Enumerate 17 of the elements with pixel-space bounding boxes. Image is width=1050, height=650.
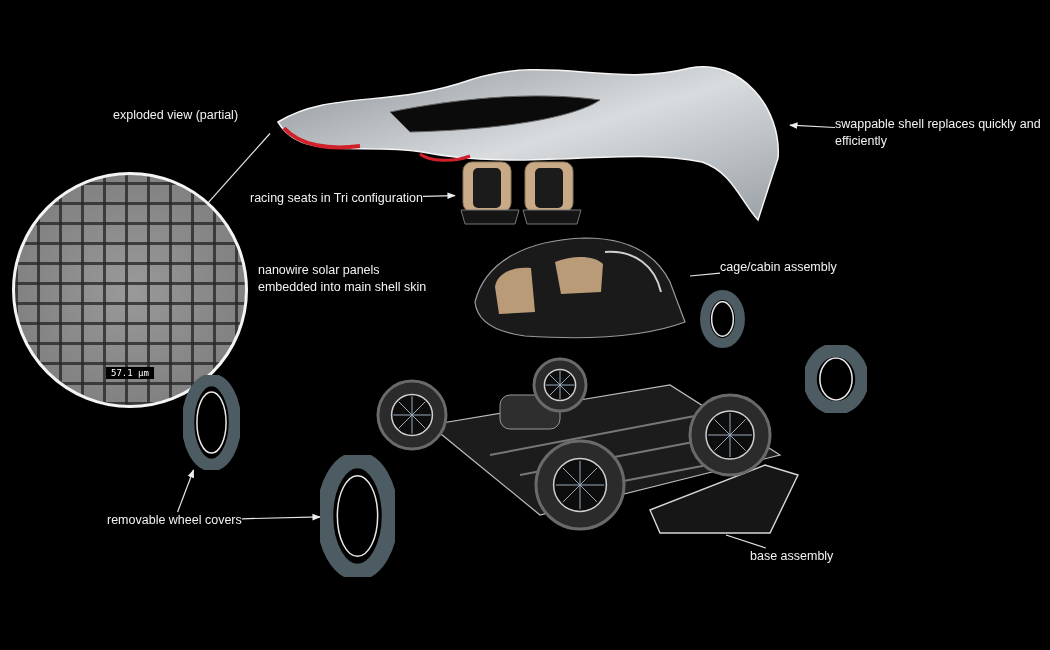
scale-bar-label: 57.1 µm (106, 367, 154, 379)
arrow (422, 192, 456, 200)
callout-text: swappable shell replaces quickly and efficiently (835, 116, 1045, 150)
leader-line (725, 534, 767, 549)
callout-text: base assembly (750, 548, 834, 565)
arrow (789, 122, 836, 129)
callout-text: cage/cabin assembly (720, 259, 837, 276)
heading-text: exploded view (partial) (113, 107, 239, 124)
leader-line (207, 132, 271, 204)
wheel-cover-drawing (320, 455, 395, 577)
leader-line (689, 272, 721, 277)
arrow (241, 513, 321, 521)
callout-text: removable wheel covers (107, 512, 242, 529)
callout-text: racing seats in Tri configuration (250, 190, 423, 207)
wheel-cover-drawing (183, 375, 240, 470)
arrow (177, 469, 195, 513)
caption-text: nanowire solar panels embedded into main shell skin (258, 262, 428, 296)
